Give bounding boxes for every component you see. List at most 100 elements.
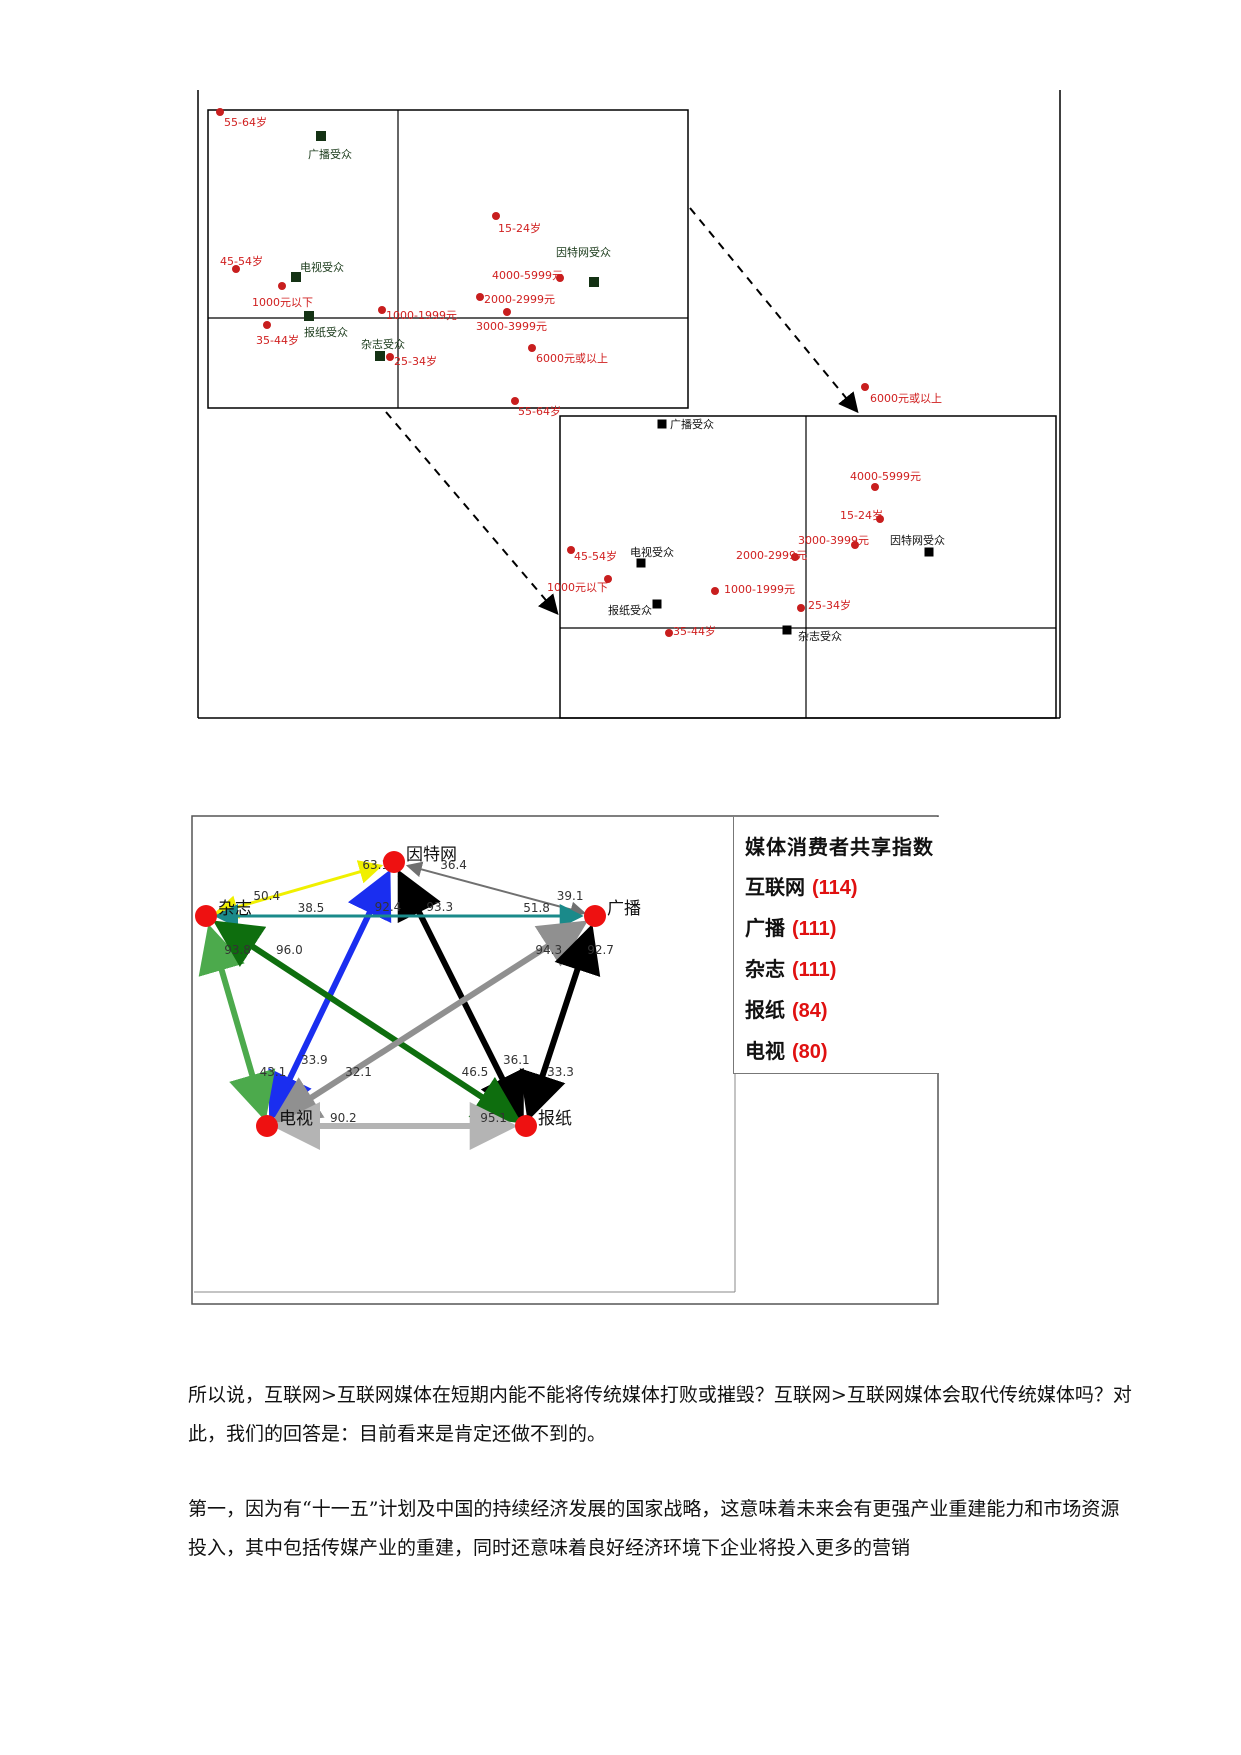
media-point-marker (782, 625, 792, 635)
legend-item-tv: 电视 (80) (745, 1035, 828, 1064)
media-point-marker (316, 131, 326, 141)
category-point-marker (871, 483, 879, 491)
legend-item-name: 广播 (745, 916, 785, 940)
media-point-marker (657, 419, 667, 429)
legend-item-value: (114) (811, 877, 858, 899)
point-label: 2000-2999元 (736, 549, 807, 562)
point-label: 电视受众 (300, 260, 344, 274)
point-label: 45-54岁 (220, 254, 263, 268)
edge-value-label: 39.1 (557, 889, 584, 903)
network-node (383, 851, 405, 873)
media-point-marker (652, 599, 662, 609)
network-node (195, 905, 217, 927)
category-point-marker (604, 575, 612, 583)
legend-item-broadcast: 广播 (111) (745, 912, 836, 941)
point-label: 25-34岁 (394, 354, 437, 368)
point-label: 1000元以下 (547, 581, 608, 594)
legend-item-value: (80) (791, 1041, 828, 1063)
category-point-marker (263, 321, 271, 329)
edge-value-label: 93.8 (224, 943, 251, 957)
category-point-marker (711, 587, 719, 595)
network-node (515, 1115, 537, 1137)
edge-value-label: 36.4 (440, 858, 467, 872)
legend-item-name: 电视 (745, 1039, 785, 1063)
point-label: 6000元或以上 (870, 392, 942, 405)
edge-value-label: 92.7 (587, 943, 614, 957)
media-point-marker (589, 277, 599, 287)
point-label: 55-64岁 (518, 404, 561, 418)
sharing-index-legend: 媒体消费者共享指数 互联网 (114) 广播 (111) 杂志 (111) 报纸… (733, 817, 939, 1074)
point-label: 广播受众 (670, 417, 714, 431)
point-label: 因特网受众 (556, 245, 611, 259)
legend-item-name: 报纸 (745, 998, 785, 1022)
edge-value-label: 63.1 (362, 858, 389, 872)
category-point-marker (232, 265, 240, 273)
category-point-marker (876, 515, 884, 523)
category-point-marker (216, 108, 224, 116)
point-label: 因特网受众 (890, 533, 945, 547)
network-node-label: 电视 (279, 1109, 313, 1129)
legend-item-value: (111) (791, 959, 837, 981)
media-point-marker (291, 272, 301, 282)
media-point-marker (924, 547, 934, 557)
point-label: 4000-5999元 (850, 470, 921, 483)
network-node-label: 广播 (607, 899, 641, 919)
point-label: 杂志受众 (361, 338, 405, 351)
legend-item-magazine: 杂志 (111) (745, 953, 836, 982)
edge-value-label: 93.3 (426, 900, 453, 914)
network-node (584, 905, 606, 927)
edge-value-label: 33.3 (547, 1065, 574, 1079)
legend-item-value: (111) (791, 918, 837, 940)
edge-value-label: 90.2 (330, 1111, 357, 1125)
category-point-marker (492, 212, 500, 220)
point-label: 3000-3999元 (798, 534, 869, 547)
legend-item-name: 互联网 (745, 875, 805, 899)
edge-value-label: 50.4 (253, 889, 280, 903)
point-label: 2000-2999元 (484, 293, 555, 306)
edge-value-label: 51.8 (523, 901, 550, 915)
point-label: 15-24岁 (840, 508, 883, 522)
point-label: 35-44岁 (256, 333, 299, 347)
legend-item-value: (84) (791, 1000, 828, 1022)
edge-value-label: 32.1 (345, 1065, 372, 1079)
edge-value-label: 92.4 (375, 900, 402, 914)
network-node-label: 报纸 (538, 1109, 572, 1129)
correspondence-figure: 55-64岁广播受众15-24岁因特网受众45-54岁电视受众4000-5999… (197, 90, 1061, 719)
media-point-marker (375, 351, 385, 361)
paragraph-1: 所以说，互联网>互联网媒体在短期内能不能将传统媒体打败或摧毁？互联网>互联网媒体… (188, 1384, 1132, 1445)
point-label: 25-34岁 (808, 598, 851, 612)
point-label: 15-24岁 (498, 221, 541, 235)
category-point-marker (567, 546, 575, 554)
point-label: 1000-1999元 (724, 583, 795, 596)
point-label: 1000元以下 (252, 296, 313, 309)
point-label: 电视受众 (630, 545, 674, 559)
legend-item-newspaper: 报纸 (84) (745, 994, 828, 1023)
category-point-marker (528, 344, 536, 352)
point-label: 45-54岁 (574, 549, 617, 563)
category-point-marker (556, 274, 564, 282)
category-point-marker (378, 306, 386, 314)
category-point-marker (386, 353, 394, 361)
point-label: 杂志受众 (798, 630, 842, 643)
paragraph-2: 第一，因为有“十一五”计划及中国的持续经济发展的国家战略，这意味着未来会有更强产… (188, 1498, 1120, 1559)
dashed-arrow-down (385, 411, 559, 616)
media-point-marker (636, 558, 646, 568)
point-label: 1000-1999元 (386, 309, 457, 322)
point-label: 4000-5999元 (492, 269, 563, 282)
legend-item-name: 杂志 (745, 957, 785, 981)
point-label: 35-44岁 (673, 624, 716, 638)
dashed-arrow-right (689, 207, 859, 414)
legend-title: 媒体消费者共享指数 (745, 835, 934, 859)
network-edge (519, 923, 601, 1122)
point-label: 广播受众 (308, 147, 352, 161)
category-point-marker (861, 383, 869, 391)
category-point-marker (278, 282, 286, 290)
point-label: 6000元或以上 (536, 352, 608, 365)
edge-value-label: 36.1 (503, 1053, 530, 1067)
category-point-marker (791, 553, 799, 561)
edge-value-label: 46.5 (462, 1065, 489, 1079)
point-label: 55-64岁 (224, 115, 267, 129)
point-label: 3000-3999元 (476, 320, 547, 333)
point-label: 报纸受众 (608, 603, 652, 617)
